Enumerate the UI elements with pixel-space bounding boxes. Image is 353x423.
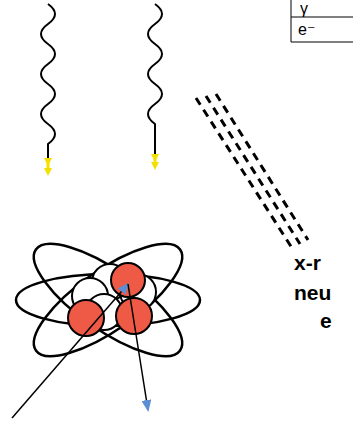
particle-label: x-r: [294, 252, 321, 273]
gamma-wave: [41, 4, 162, 162]
table-cell: e⁻: [298, 22, 315, 38]
x-ray-dashes: [196, 94, 308, 248]
particle-label: neu: [294, 282, 331, 303]
table-cell: γ: [300, 1, 308, 17]
particle-path: [12, 284, 148, 418]
table-lines: [291, 0, 353, 42]
nucleus: [68, 263, 156, 336]
electron-orbit: [16, 225, 200, 375]
particle-label: e: [320, 310, 332, 331]
